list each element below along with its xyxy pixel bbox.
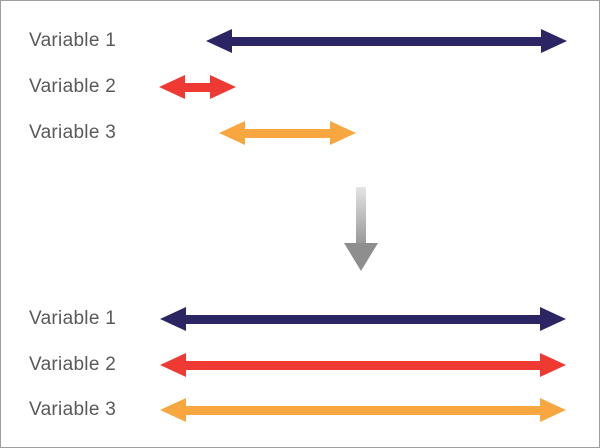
arrow-shaft	[186, 314, 540, 324]
arrow-shaft	[186, 360, 540, 370]
arrowhead-right	[540, 307, 566, 331]
variable-label-after-1: Variable 1	[29, 308, 117, 329]
arrowhead-right	[541, 29, 567, 53]
variable-label-before-1: Variable 1	[29, 30, 117, 51]
arrowhead-left	[160, 398, 186, 422]
down-arrow-shaft	[356, 187, 366, 243]
arrowhead-right	[540, 398, 566, 422]
arrow-shaft	[245, 128, 330, 138]
arrow-shaft	[232, 36, 541, 46]
variable-label-before-3: Variable 3	[29, 122, 117, 143]
range-arrow-before-navy	[206, 29, 567, 53]
range-arrow-after-orange	[160, 398, 566, 422]
arrowhead-left	[219, 121, 245, 145]
arrow-shaft	[186, 405, 540, 415]
arrowhead-left	[206, 29, 232, 53]
arrowhead-left	[159, 75, 185, 99]
arrowhead-left	[160, 307, 186, 331]
range-arrow-before-orange	[219, 121, 356, 145]
variable-label-after-3: Variable 3	[29, 399, 117, 420]
range-arrow-after-red	[160, 353, 566, 377]
arrow-shaft	[185, 82, 210, 92]
down-arrow-head	[344, 243, 378, 271]
range-arrow-before-red	[159, 75, 236, 99]
arrowhead-right	[210, 75, 236, 99]
arrowhead-right	[540, 353, 566, 377]
variable-label-before-2: Variable 2	[29, 76, 117, 97]
arrowhead-left	[160, 353, 186, 377]
arrowhead-right	[330, 121, 356, 145]
variable-label-after-2: Variable 2	[29, 354, 117, 375]
range-arrow-after-navy	[160, 307, 566, 331]
